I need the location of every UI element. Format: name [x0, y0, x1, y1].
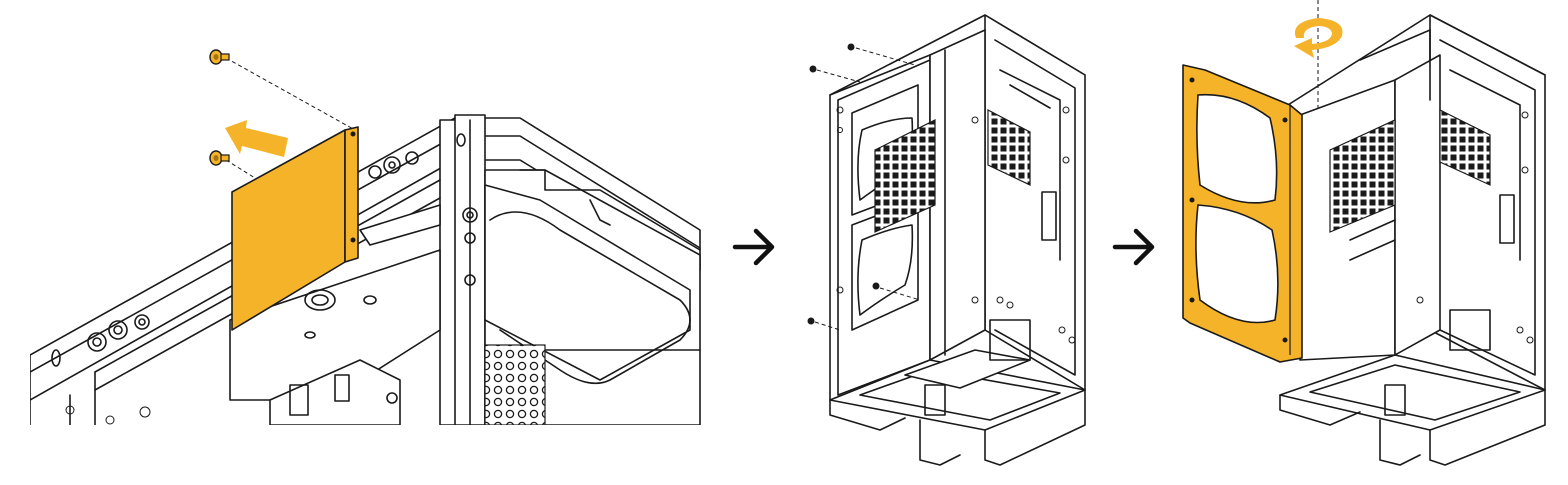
side-panel-cover — [231, 126, 359, 331]
right-arrow-icon — [732, 228, 775, 266]
fan-bracket — [1182, 64, 1303, 363]
thumb-screw-top — [209, 49, 230, 65]
step-3-case-view — [1279, 0, 1546, 466]
step-1-panel-detail — [30, 114, 701, 425]
step-2-case-view — [829, 14, 1086, 466]
thumb-screw-bottom — [209, 150, 230, 166]
right-arrow-icon — [1112, 228, 1155, 266]
rotate-icon — [1294, 18, 1343, 58]
screw-icon — [807, 43, 880, 325]
push-arrow-icon — [225, 120, 288, 157]
step-2-screw-guides — [814, 47, 921, 331]
